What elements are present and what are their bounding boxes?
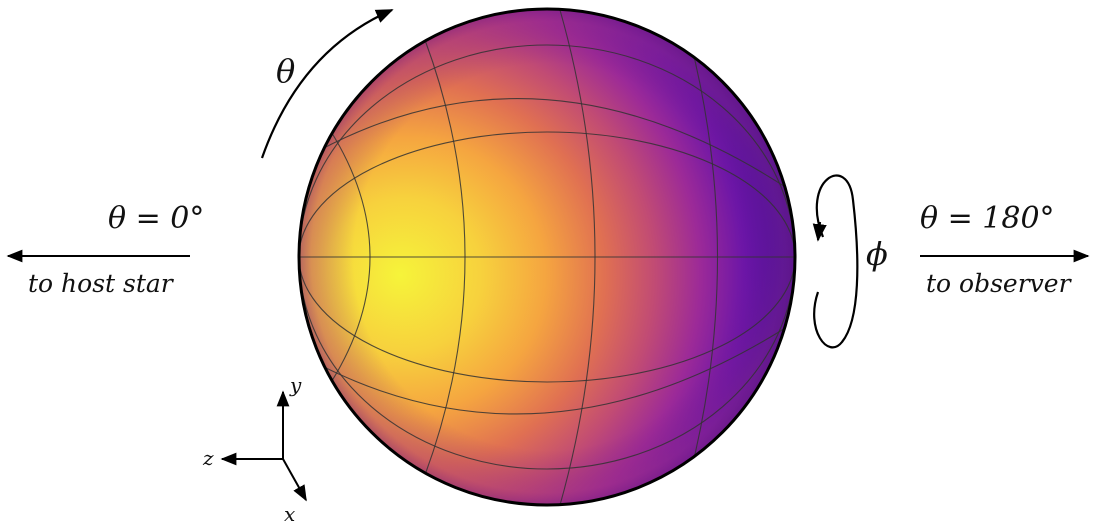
grid-ellipse-outer	[299, 44, 795, 470]
grid-meridian-2	[424, 39, 466, 476]
y-axis-label: y	[289, 373, 302, 397]
grid-meridian-3	[559, 9, 596, 505]
grid-meridian-1	[329, 129, 371, 385]
grid-ellipse-inner	[299, 131, 795, 383]
x-axis-arrow	[282, 458, 307, 502]
phi-loop	[813, 174, 859, 349]
phi-symbol: ϕ	[866, 235, 888, 273]
left-label-group: θ = 0° to host star	[6, 201, 204, 298]
planet-sphere	[297, 7, 797, 507]
grid-arc-upper	[319, 98, 791, 191]
grid-meridian-4	[689, 39, 719, 476]
z-axis-label: z	[202, 446, 214, 470]
coordinate-axes: y z x	[202, 373, 307, 525]
theta-arrow	[260, 8, 394, 159]
x-axis-label: x	[284, 502, 295, 525]
left-caption: to host star	[28, 269, 175, 298]
theta-rotation: θ	[260, 8, 394, 159]
right-caption: to observer	[926, 269, 1073, 298]
sphere-outline	[297, 7, 797, 507]
right-equation: θ = 180°	[920, 201, 1055, 236]
theta-symbol: θ	[276, 52, 295, 90]
grid-arc-lower	[319, 324, 791, 415]
phi-rotation: ϕ	[812, 174, 888, 349]
right-label-group: θ = 180° to observer	[920, 201, 1090, 298]
left-equation: θ = 0°	[108, 201, 204, 236]
phi-arrow	[812, 221, 827, 242]
grid-lines	[299, 9, 795, 505]
